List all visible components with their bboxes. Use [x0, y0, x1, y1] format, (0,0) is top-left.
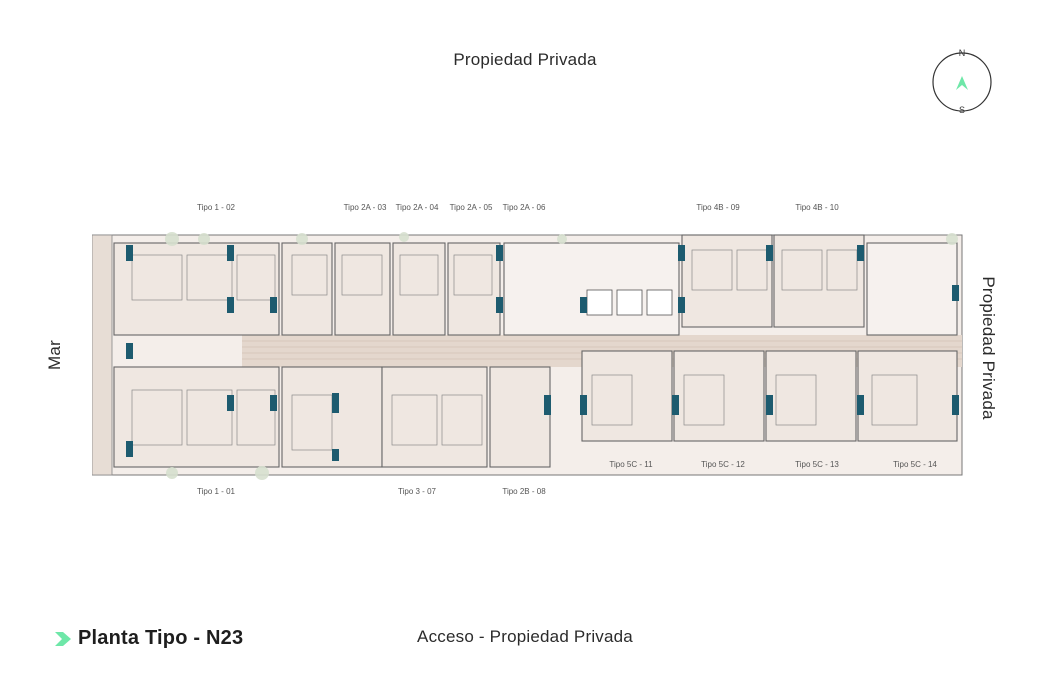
unit-label-5c-12: Tipo 5C - 12 — [701, 460, 745, 469]
unit-5c-13 — [765, 350, 857, 442]
unit-label-5c-13: Tipo 5C - 13 — [795, 460, 839, 469]
unit-label-2a-06: Tipo 2A - 06 — [502, 203, 546, 212]
plan-title-block: Planta Tipo - N23 — [54, 627, 243, 650]
chevron-right-icon — [55, 631, 71, 646]
left-edge-label-sea: Mar — [44, 340, 64, 370]
unit-label-5c-14: Tipo 5C - 14 — [893, 460, 937, 469]
unit-4b-09 — [681, 234, 773, 328]
stair-core — [866, 242, 958, 336]
unit-label-3-07: Tipo 3 - 07 — [398, 487, 436, 496]
right-edge-label: Propiedad Privada — [979, 276, 998, 420]
compass-south-letter: S — [958, 105, 965, 115]
unit-1-02 — [113, 242, 280, 336]
top-edge-label: Propiedad Privada — [453, 50, 597, 69]
north-arrow-icon — [956, 76, 968, 90]
unit-3-07 — [381, 366, 488, 468]
unit-label-2b-08: Tipo 2B - 08 — [502, 487, 546, 496]
unit-1-01 — [113, 366, 280, 468]
unit-5c-12 — [673, 350, 765, 442]
compass-circle-icon — [932, 52, 992, 112]
floor-plan-drawing — [92, 232, 963, 480]
unit-2a-04 — [334, 242, 391, 336]
unit-label-4b-10: Tipo 4B - 10 — [795, 203, 839, 212]
compass: N S — [930, 48, 994, 115]
plan-title: Planta Tipo - N23 — [78, 627, 244, 649]
unit-2a-06 — [447, 242, 501, 336]
left-terrace — [92, 234, 113, 476]
unit-2a-05 — [392, 242, 446, 336]
compass-north-letter: N — [958, 48, 966, 58]
unit-label-5c-11: Tipo 5C - 11 — [609, 460, 653, 469]
core-elevators — [503, 242, 680, 336]
unit-label-4b-09: Tipo 4B - 09 — [696, 203, 740, 212]
bottom-edge-label-access: Acceso - Propiedad Privada — [417, 627, 633, 646]
unit-5c-14 — [857, 350, 958, 442]
unit-5c-11 — [581, 350, 673, 442]
unit-2b-08 — [489, 366, 551, 468]
unit-2a-03 — [281, 242, 333, 336]
unit-label-1-02: Tipo 1 - 02 — [197, 203, 235, 212]
unit-label-2a-04: Tipo 2A - 04 — [395, 203, 439, 212]
unit-label-2a-05: Tipo 2A - 05 — [449, 203, 493, 212]
unit-label-1-01: Tipo 1 - 01 — [197, 487, 235, 496]
unit-label-2a-03: Tipo 2A - 03 — [343, 203, 387, 212]
unit-4b-10 — [773, 234, 865, 328]
